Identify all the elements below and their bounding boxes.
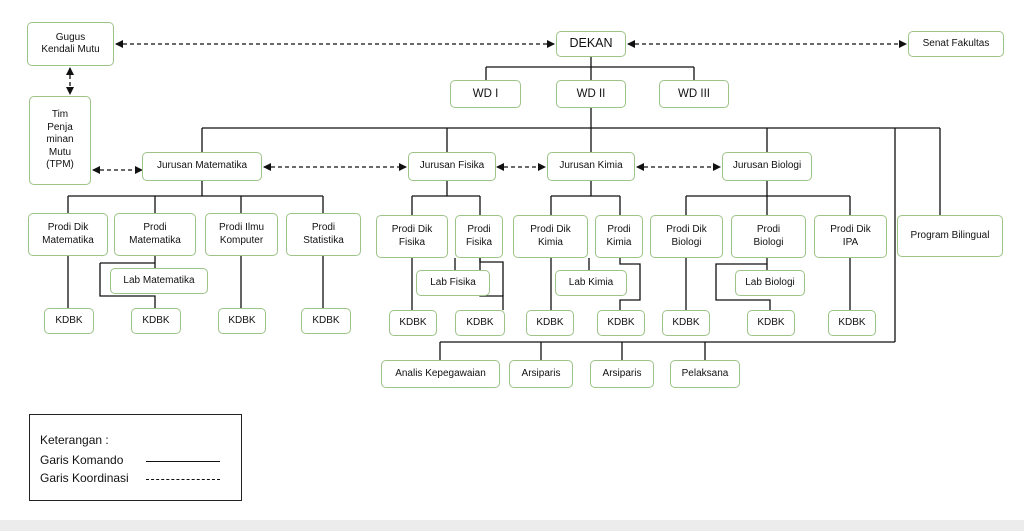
- kdbk-box: KDBK: [218, 308, 266, 334]
- kdbk-box: KDBK: [747, 310, 795, 336]
- prodi-fisika-box: Prodi Fisika: [455, 215, 503, 258]
- lab-matematika-box: Lab Matematika: [110, 268, 208, 294]
- kdbk-box: KDBK: [389, 310, 437, 336]
- wd-3-box: WD III: [659, 80, 729, 108]
- prodi-dik-ipa-box: Prodi Dik IPA: [814, 215, 887, 258]
- pelaksana-box: Pelaksana: [670, 360, 740, 388]
- prodi-kimia-box: Prodi Kimia: [595, 215, 643, 258]
- prodi-dik-fisika-box: Prodi Dik Fisika: [376, 215, 448, 258]
- legend-coordination-line-label: Garis Koordinasi: [40, 471, 129, 485]
- legend: Keterangan : Garis Komando Garis Koordin…: [29, 414, 242, 501]
- arsiparis-box: Arsiparis: [590, 360, 654, 388]
- kdbk-box: KDBK: [526, 310, 574, 336]
- prodi-statistika-box: Prodi Statistika: [286, 213, 361, 256]
- kdbk-box: KDBK: [44, 308, 94, 334]
- kdbk-box: KDBK: [301, 308, 351, 334]
- kdbk-box: KDBK: [597, 310, 645, 336]
- jurusan-fisika-box: Jurusan Fisika: [408, 152, 496, 181]
- analis-kepegawaian-box: Analis Kepegawaian: [381, 360, 500, 388]
- wd-1-box: WD I: [450, 80, 521, 108]
- legend-dashed-line: [146, 479, 220, 480]
- wd-2-box: WD II: [556, 80, 626, 108]
- kdbk-box: KDBK: [828, 310, 876, 336]
- legend-title: Keterangan :: [40, 433, 109, 447]
- prodi-ilmu-komputer-box: Prodi Ilmu Komputer: [205, 213, 278, 256]
- legend-command-line-label: Garis Komando: [40, 453, 124, 467]
- prodi-dik-matematika-box: Prodi Dik Matematika: [28, 213, 108, 256]
- jurusan-kimia-box: Jurusan Kimia: [547, 152, 635, 181]
- tpm-box: Tim Penja minan Mutu (TPM): [29, 96, 91, 185]
- prodi-dik-biologi-box: Prodi Dik Biologi: [650, 215, 723, 258]
- bottom-edge-strip: [0, 520, 1024, 531]
- program-bilingual-box: Program Bilingual: [897, 215, 1003, 257]
- prodi-dik-kimia-box: Prodi Dik Kimia: [513, 215, 588, 258]
- kdbk-box: KDBK: [455, 310, 505, 336]
- prodi-biologi-box: Prodi Biologi: [731, 215, 806, 258]
- dekan-box: DEKAN: [556, 31, 626, 57]
- legend-solid-line: [146, 461, 220, 462]
- senat-fakultas-box: Senat Fakultas: [908, 31, 1004, 57]
- kdbk-box: KDBK: [131, 308, 181, 334]
- kdbk-box: KDBK: [662, 310, 710, 336]
- arsiparis-box: Arsiparis: [509, 360, 573, 388]
- prodi-matematika-box: Prodi Matematika: [114, 213, 196, 256]
- jurusan-biologi-box: Jurusan Biologi: [722, 152, 812, 181]
- lab-kimia-box: Lab Kimia: [555, 270, 627, 296]
- lab-fisika-box: Lab Fisika: [416, 270, 490, 296]
- lab-biologi-box: Lab Biologi: [735, 270, 805, 296]
- gugus-kendali-mutu-box: Gugus Kendali Mutu: [27, 22, 114, 66]
- jurusan-matematika-box: Jurusan Matematika: [142, 152, 262, 181]
